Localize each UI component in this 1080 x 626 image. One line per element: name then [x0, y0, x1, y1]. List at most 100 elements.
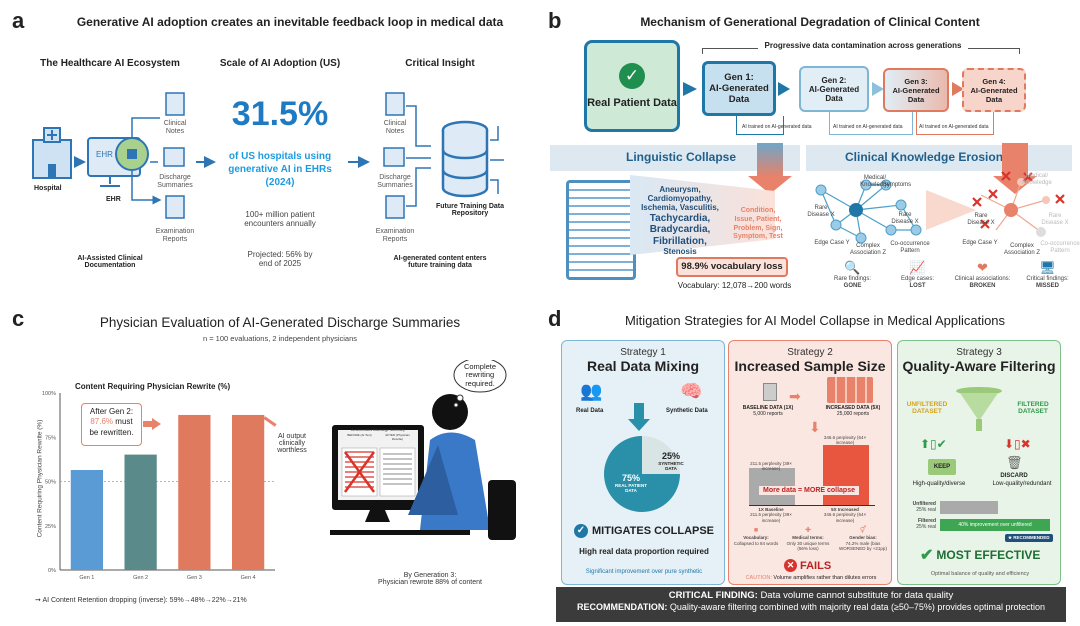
physician-caption: By Generation 3:Physician rewrote 88% of…	[360, 572, 500, 586]
row-label: Filtered	[917, 518, 936, 524]
contamination-label: Progressive data contamination across ge…	[758, 41, 968, 50]
label: INCREASED DATA (5X)	[825, 405, 881, 411]
gen-title: Gen 1:	[724, 72, 754, 83]
fact-heading: Gender bias:	[849, 535, 877, 541]
arrow-icon	[778, 82, 790, 96]
x-tick-label: Gen 4	[241, 575, 256, 581]
adoption-percentage: 31.5%	[231, 95, 329, 133]
gen-subtitle: AI-Generated Data	[709, 83, 769, 105]
bar-top-label: 346.6 perplexity (64× increase)	[823, 435, 867, 446]
real-synthetic-pie-chart	[604, 436, 680, 512]
pie-label: SYNTHETIC DATA	[658, 461, 684, 471]
fact-text: Only 30 unique terms (56% loss)	[786, 540, 830, 552]
term: Problem, Sign,	[733, 224, 783, 232]
callout-line: After Gen 2:	[89, 407, 134, 416]
banner-text: Data volume cannot substitute for data q…	[760, 590, 954, 601]
scale-heading: Scale of AI Adoption (US)	[219, 58, 341, 69]
strategy-3-card: Strategy 3 Quality-Aware Filtering UNFIL…	[897, 340, 1061, 585]
panel-b-label: b	[548, 8, 562, 33]
chart-title: Content Requiring Physician Rewrite (%)	[75, 382, 231, 391]
x-circle-icon: ✕	[784, 559, 797, 572]
unfiltered-label: UNFILTERED DATASET	[906, 401, 948, 415]
panel-c-subtitle: n = 100 evaluations, 2 independent physi…	[202, 334, 358, 343]
arrow-icon	[683, 82, 697, 96]
faded-node-label: Rare Disease X	[967, 213, 995, 227]
term: Tachycardia,	[649, 212, 711, 224]
doc-label: Discharge Summaries	[377, 174, 413, 190]
check-icon: ✓	[574, 524, 588, 538]
outcome-label: Rare findings:	[833, 275, 872, 282]
term: Symptom, Test	[733, 233, 783, 241]
loop-label: AI trained on AI-generated data	[833, 124, 903, 130]
physician-at-computer-illustration	[330, 360, 516, 540]
repository-label: Future Training Data Repository	[435, 203, 505, 217]
node-label: Symptoms	[882, 182, 912, 188]
strategy-footnote: Significant improvement over pure synthe…	[585, 569, 703, 575]
feedback-loop	[829, 112, 913, 135]
arrow-icon	[872, 82, 884, 96]
strategy-name: Quality-Aware Filtering	[902, 358, 1056, 374]
faded-node-label: Complex Association Z	[1003, 243, 1040, 257]
banner-text: Quality-aware filtering combined with ma…	[669, 602, 1045, 613]
feedback-loop	[736, 116, 784, 135]
arrow-icon	[952, 82, 964, 96]
down-arrow-icon	[757, 143, 783, 177]
x-tick-label: Gen 3	[187, 575, 202, 581]
encounters-text: 100+ million patient encounters annually	[244, 210, 316, 228]
strategy-name: Increased Sample Size	[734, 358, 886, 374]
fact-heading: Medical terms:	[792, 535, 824, 541]
outcome-label: Clinical associations:	[954, 275, 1011, 282]
worthless-annotation: AI output clinically worthless	[277, 433, 307, 454]
doc-label: Discharge Summaries	[157, 174, 193, 190]
checkmark-icon: ✔	[920, 547, 934, 564]
doc-label: Clinical Notes	[163, 120, 187, 136]
banner-key: RECOMMENDATION:	[577, 602, 668, 613]
linguistic-collapse-heading: Linguistic Collapse	[626, 150, 737, 164]
mitigates-verdict: ✓ MITIGATES COLLAPSE	[574, 524, 714, 538]
callout-arrow-head	[152, 418, 161, 430]
faded-node-label: Edge Case Y	[962, 240, 998, 246]
ehr-screen-label: EHR	[96, 150, 113, 159]
pie-synthetic-value: 25%SYNTHETIC DATA	[654, 451, 688, 471]
y-tick-label: 75%	[45, 435, 56, 441]
poor-terms: Condition,Issue, Patient,Problem, Sign,S…	[730, 207, 786, 242]
caption-line: Physician rewrote 88% of content	[378, 579, 482, 586]
unfiltered-bar	[940, 501, 998, 514]
bar-top-label: 211.5 perplexity (39× increase)	[750, 461, 792, 472]
gen-subtitle: AI-Generated Data	[970, 85, 1018, 104]
strategy-number: Strategy 3	[956, 347, 1002, 358]
down-arrow-icon	[1002, 143, 1028, 177]
hospital-label: Hospital	[34, 185, 62, 192]
fact-vocabulary: ■Vocabulary:Collapsed to 84 words	[733, 527, 779, 552]
row-sub: 25% real	[916, 507, 936, 513]
verdict-text: MOST EFFECTIVE	[936, 548, 1041, 562]
hospital-icon	[32, 127, 72, 179]
funnel-icon	[956, 387, 1002, 395]
keep-basket-icon: KEEP	[928, 459, 956, 475]
caption-line: By Generation 3:	[403, 572, 457, 579]
real-patient-data-label: Real Patient Data	[587, 97, 677, 109]
loop-label: AI trained on AI-generated data	[742, 124, 812, 130]
label: BASELINE DATA (1X)	[742, 405, 794, 411]
y-tick-label: 100%	[42, 391, 56, 397]
ecosystem-caption: AI-Assisted Clinical Documentation	[77, 255, 143, 269]
recommendation-banner: CRITICAL FINDING: Data volume cannot sub…	[556, 587, 1066, 622]
filtered-label: FILTERED DATASET	[1017, 401, 1049, 415]
knowledge-network-graph	[815, 171, 1065, 244]
baseline-document-icon	[763, 383, 777, 401]
critical-finding: CRITICAL FINDING: Data volume cannot sub…	[556, 590, 1066, 602]
term: Aneurysm,	[659, 185, 701, 194]
verdict-text: MITIGATES COLLAPSE	[592, 525, 715, 537]
bar-gen-3	[178, 414, 211, 570]
callout-line: be rewritten.	[89, 427, 134, 437]
increased-documents-icon	[827, 377, 873, 403]
keep-description: High-quality/diverse	[912, 481, 966, 487]
pie-value: 75%	[621, 473, 640, 483]
label: 5X Increased	[831, 507, 859, 512]
most-effective-verdict: ✔MOST EFFECTIVE	[920, 545, 1040, 565]
term: Bradycardia,	[649, 224, 711, 236]
trash-icon: 🗑	[1006, 455, 1023, 470]
thought-bubble-text: Complete rewriting required.	[463, 362, 497, 388]
gen-3-box: Gen 3:AI-Generated Data	[883, 68, 949, 112]
